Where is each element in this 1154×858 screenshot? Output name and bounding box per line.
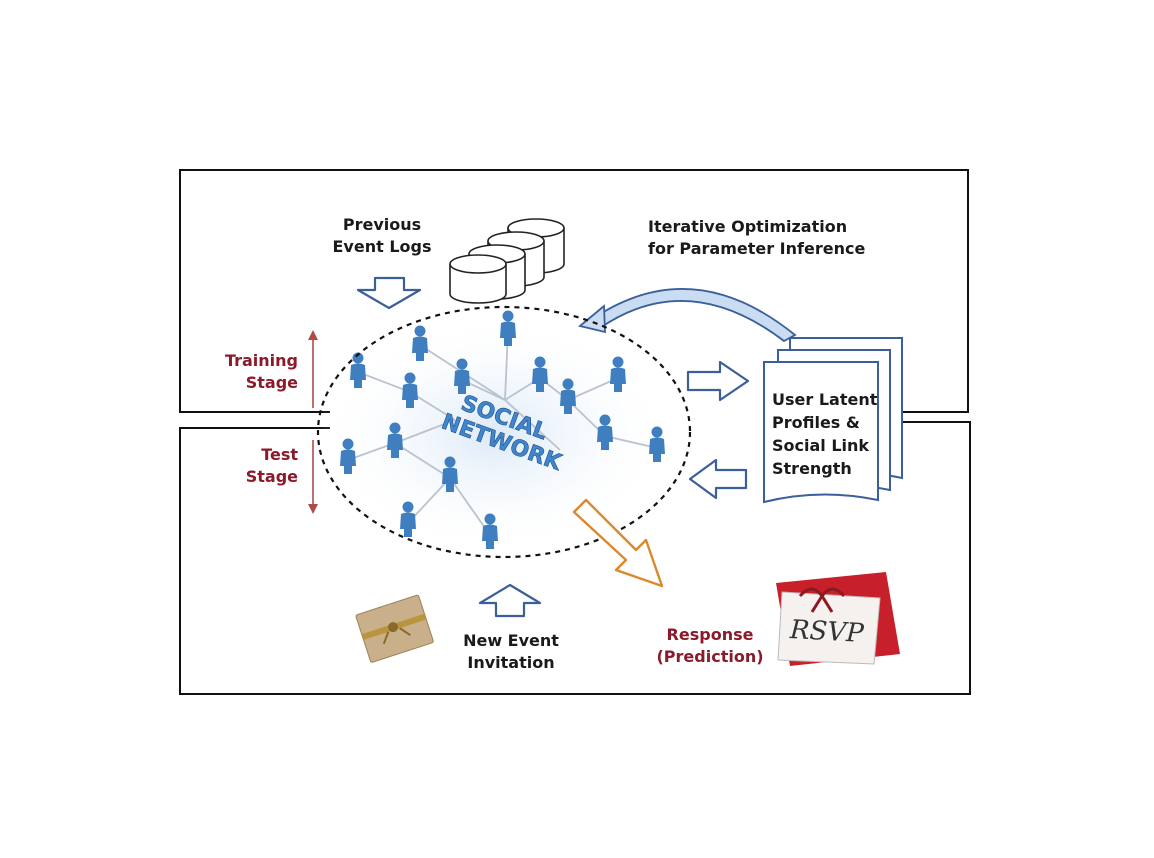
prediction-arrow-icon — [572, 498, 664, 588]
profiles-label: User Latent Profiles & Social Link Stren… — [772, 390, 878, 478]
profiles-document-icon — [763, 337, 903, 504]
social-network-boundary — [316, 305, 692, 559]
training-stage-arrow-icon — [308, 330, 318, 408]
network-glow — [315, 315, 675, 555]
invitation-envelope-icon — [355, 594, 434, 663]
rsvp-card-icon: RSVP — [776, 572, 900, 666]
new-event-invitation-label: New Event Invitation — [463, 631, 559, 672]
iterative-optimization-label: Iterative Optimization for Parameter Inf… — [648, 217, 866, 258]
right-arrow-icon — [686, 360, 750, 402]
left-arrow-icon — [688, 458, 748, 500]
iteration-curved-arrow-icon — [578, 288, 797, 343]
test-stage-label: Test Stage — [245, 445, 298, 486]
down-arrow-icon — [356, 276, 422, 310]
previous-event-logs-label: Previous Event Logs — [332, 215, 432, 256]
up-arrow-icon — [478, 583, 542, 618]
rsvp-card-text: RSVP — [788, 615, 865, 649]
training-frame — [179, 169, 969, 413]
training-stage-label: Training Stage — [224, 351, 298, 392]
test-stage-arrow-icon — [308, 440, 318, 514]
response-prediction-label: Response (Prediction) — [656, 625, 764, 666]
database-icon — [449, 218, 565, 304]
test-frame — [179, 421, 971, 695]
